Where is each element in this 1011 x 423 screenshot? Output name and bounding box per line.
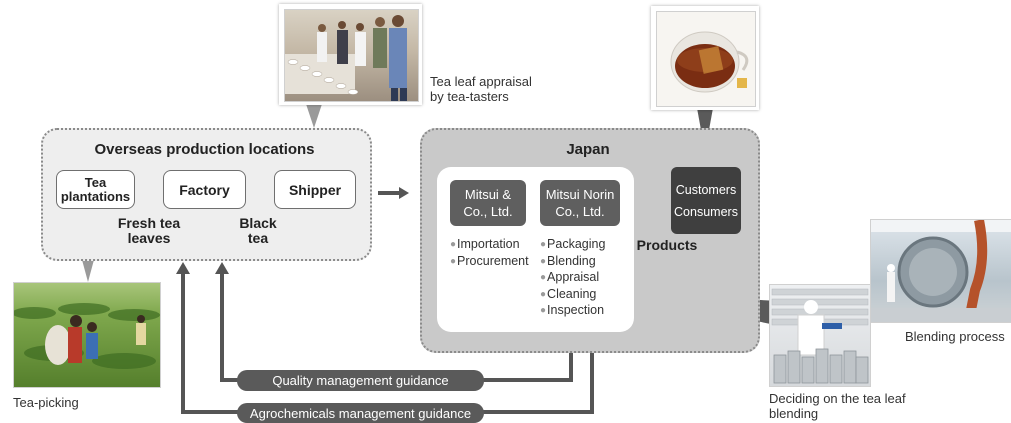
role-item: Packaging (540, 237, 605, 254)
tea-tasters-photo (284, 9, 419, 102)
appraisal-caption: Tea leaf appraisal by tea-tasters (430, 74, 532, 104)
products-label: Products (636, 237, 698, 253)
role-item: Importation (450, 237, 529, 254)
shipper-box: Shipper (274, 170, 356, 209)
agro-guidance-pill: Agrochemicals management guidance (237, 403, 484, 423)
customers-label: Customers (675, 182, 737, 197)
fresh-tea-leaves-label: Fresh tea leaves (117, 215, 181, 246)
mitsui-norin-roles: Packaging Blending Appraisal Cleaning In… (540, 237, 605, 320)
overseas-title: Overseas production locations (94, 141, 315, 158)
japan-title: Japan (566, 141, 610, 158)
customers-consumers-box: Customers Consumers (671, 167, 741, 234)
blending-process-photo (870, 219, 1011, 323)
role-item: Inspection (540, 303, 605, 320)
factory-label: Factory (179, 181, 230, 198)
role-item: Procurement (450, 254, 529, 271)
mitsui-norin-label: Mitsui Norin Co., Ltd. (545, 187, 615, 219)
role-item: Cleaning (540, 287, 605, 304)
mitsui-co-label: Mitsui & Co., Ltd. (463, 187, 513, 219)
appraisal-pointer (306, 104, 322, 128)
black-tea-label: Black tea (239, 215, 277, 246)
consumers-label: Consumers (674, 204, 738, 219)
factory-box: Factory (163, 170, 246, 209)
blending-process-caption: Blending process (905, 329, 1005, 344)
tea-picking-caption: Tea-picking (13, 395, 79, 410)
mitsui-norin-box: Mitsui Norin Co., Ltd. (540, 180, 620, 226)
agro-guidance-arrowhead (176, 262, 190, 274)
blending-decision-caption: Deciding on the tea leaf blending (769, 391, 906, 421)
arrow-overseas-japan (378, 187, 409, 199)
tea-plantations-label: Tea plantations (60, 174, 131, 204)
blending-decision-photo (769, 284, 871, 387)
mitsui-co-roles: Importation Procurement (450, 237, 529, 270)
role-item: Blending (540, 254, 605, 271)
quality-guidance-arrowhead (215, 262, 229, 274)
tea-plantations-box: Tea plantations (56, 170, 135, 209)
mitsui-co-box: Mitsui & Co., Ltd. (450, 180, 526, 226)
tea-picking-photo (13, 282, 161, 388)
shipper-label: Shipper (288, 181, 342, 198)
quality-guidance-pill: Quality management guidance (237, 370, 484, 391)
role-item: Appraisal (540, 270, 605, 287)
tea-cup-photo (656, 11, 756, 107)
